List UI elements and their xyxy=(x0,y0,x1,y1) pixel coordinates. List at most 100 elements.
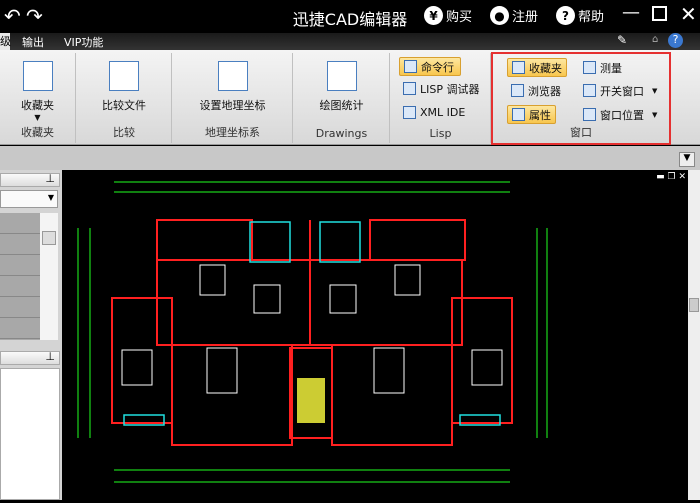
group-lisp: 命令行 LISP 调试器 XML IDE Lisp xyxy=(391,53,491,143)
label: 浏览器 xyxy=(528,84,561,98)
chevron-down-icon: ▼ xyxy=(652,86,658,95)
canvas-scrollbar[interactable] xyxy=(688,170,700,500)
tab-vip[interactable]: VIP功能 xyxy=(64,36,104,49)
pin-icon[interactable]: ⊥ xyxy=(45,172,55,185)
panel-header: ⊥ xyxy=(0,172,60,187)
user-icon: ● xyxy=(490,6,509,25)
label: XML IDE xyxy=(420,106,466,119)
label: 属性 xyxy=(529,108,551,122)
geo-label: 设置地理坐标 xyxy=(199,99,266,112)
title-bar: ↶ ↷ 迅捷CAD编辑器 ¥购买 ●注册 ?帮助 — ✕ xyxy=(0,0,700,33)
window-position-button[interactable]: 窗口位置 ▼ xyxy=(579,105,661,124)
properties-icon xyxy=(512,108,525,121)
help-label: 帮助 xyxy=(578,10,605,25)
group-label: Lisp xyxy=(429,127,452,140)
redo-icon[interactable]: ↷ xyxy=(26,4,43,28)
label: 收藏夹 xyxy=(529,61,562,75)
home-icon[interactable]: ⌂ xyxy=(652,34,659,45)
register-label: 注册 xyxy=(512,10,539,25)
group-label: 比较 xyxy=(113,126,135,139)
drawings-label: 绘图统计 xyxy=(319,99,364,112)
favorites-icon xyxy=(512,61,525,74)
xml-icon xyxy=(403,106,416,119)
group-label: 窗口 xyxy=(570,126,592,139)
windows-icon xyxy=(583,108,596,121)
minimize-button[interactable]: — xyxy=(622,2,640,23)
label: 命令行 xyxy=(421,60,454,74)
measure-button[interactable]: 测量 xyxy=(579,58,626,77)
database-icon xyxy=(326,61,357,91)
maximize-button[interactable] xyxy=(652,6,667,21)
compare-label: 比较文件 xyxy=(102,99,146,112)
drawing-canvas[interactable]: ▬ ❐ ✕ xyxy=(62,170,688,500)
xml-ide-button[interactable]: XML IDE xyxy=(399,103,469,122)
furniture xyxy=(121,264,503,394)
panel-list[interactable] xyxy=(0,213,40,340)
walls xyxy=(111,219,513,446)
favorites-window-button[interactable]: 收藏夹 xyxy=(507,58,567,77)
group-label: Drawings xyxy=(315,127,368,140)
dimension-lines xyxy=(77,181,548,483)
fixtures xyxy=(123,221,501,426)
label: 测量 xyxy=(600,61,622,75)
pin-icon[interactable]: ⊥ xyxy=(45,350,55,363)
scroll-thumb[interactable] xyxy=(42,231,56,245)
window-icon xyxy=(583,84,596,97)
edit-icon[interactable]: ✎ xyxy=(617,33,628,47)
lisp-debugger-button[interactable]: LISP 调试器 xyxy=(399,79,484,98)
group-drawings: 绘图统计 Drawings xyxy=(294,53,390,143)
browser-icon xyxy=(511,84,524,97)
undo-icon[interactable]: ↶ xyxy=(4,4,21,28)
label: 开关窗口 xyxy=(600,84,644,98)
panel-header-2: ⊥ xyxy=(0,350,60,365)
api-icon xyxy=(403,82,416,95)
panel-scrollbar[interactable] xyxy=(40,213,58,340)
help-button[interactable]: ?帮助 xyxy=(556,6,604,25)
group-compare: 比较文件 比较 xyxy=(77,53,172,143)
close-button[interactable]: ✕ xyxy=(680,2,697,26)
register-button[interactable]: ●注册 xyxy=(490,6,538,25)
label: 窗口位置 xyxy=(600,108,644,122)
ribbon-tabs: 级 输出 VIP功能 ✎ ⌂ ? xyxy=(0,33,700,50)
floor-plan xyxy=(77,181,548,483)
drawing-stats-button[interactable]: 绘图统计 xyxy=(294,61,389,113)
stairs xyxy=(297,378,325,423)
panel-dropdown[interactable]: ▼ xyxy=(0,190,58,208)
ribbon: 收藏夹▼ 收藏夹 比较文件 比较 设置地理坐标 地理坐标系 绘图统计 Drawi… xyxy=(0,50,700,145)
favorites-label: 收藏夹 xyxy=(21,99,54,112)
label: LISP 调试器 xyxy=(420,82,480,96)
browser-button[interactable]: 浏览器 xyxy=(507,81,565,100)
help-icon[interactable]: ? xyxy=(668,33,683,48)
compare-icon xyxy=(109,61,139,91)
yen-icon: ¥ xyxy=(424,6,443,25)
group-geo: 设置地理坐标 地理坐标系 xyxy=(173,53,293,143)
favorites-icon xyxy=(22,61,53,91)
console-icon xyxy=(404,60,417,73)
window-controls[interactable]: ▬ ❐ ✕ xyxy=(656,172,686,182)
chevron-down-icon: ▼ xyxy=(652,110,658,119)
buy-button[interactable]: ¥购买 xyxy=(424,6,472,25)
tab-0[interactable]: 级 xyxy=(0,33,11,50)
scroll-thumb[interactable] xyxy=(689,298,699,312)
group-label: 收藏夹 xyxy=(21,126,54,139)
command-line-button[interactable]: 命令行 xyxy=(399,57,461,76)
grid-icon xyxy=(217,61,248,91)
group-window: 收藏夹 测量 浏览器 开关窗口 ▼ 属性 窗口位置 ▼ 窗口 xyxy=(491,52,671,145)
toggle-window-button[interactable]: 开关窗口 ▼ xyxy=(579,81,661,100)
chevron-down-icon: ▼ xyxy=(47,193,54,202)
group-label: 地理坐标系 xyxy=(205,126,260,139)
question-icon: ? xyxy=(556,6,575,25)
set-geo-coordinates-button[interactable]: 设置地理坐标 xyxy=(173,61,292,113)
properties-button[interactable]: 属性 xyxy=(507,105,556,124)
compare-files-button[interactable]: 比较文件 xyxy=(77,61,171,113)
collapse-ribbon-button[interactable]: ▼ xyxy=(679,152,695,167)
buy-label: 购买 xyxy=(446,10,473,25)
group-favorites: 收藏夹▼ 收藏夹 xyxy=(0,53,76,143)
app-title: 迅捷CAD编辑器 xyxy=(292,10,408,29)
favorites-button[interactable]: 收藏夹▼ xyxy=(0,61,75,122)
ribbon-footer: ▼ xyxy=(0,146,700,170)
left-panel: ⊥ ▼ ⊥ xyxy=(0,170,62,500)
tab-output[interactable]: 输出 xyxy=(22,36,44,49)
properties-area xyxy=(0,368,60,500)
ruler-icon xyxy=(583,61,596,74)
